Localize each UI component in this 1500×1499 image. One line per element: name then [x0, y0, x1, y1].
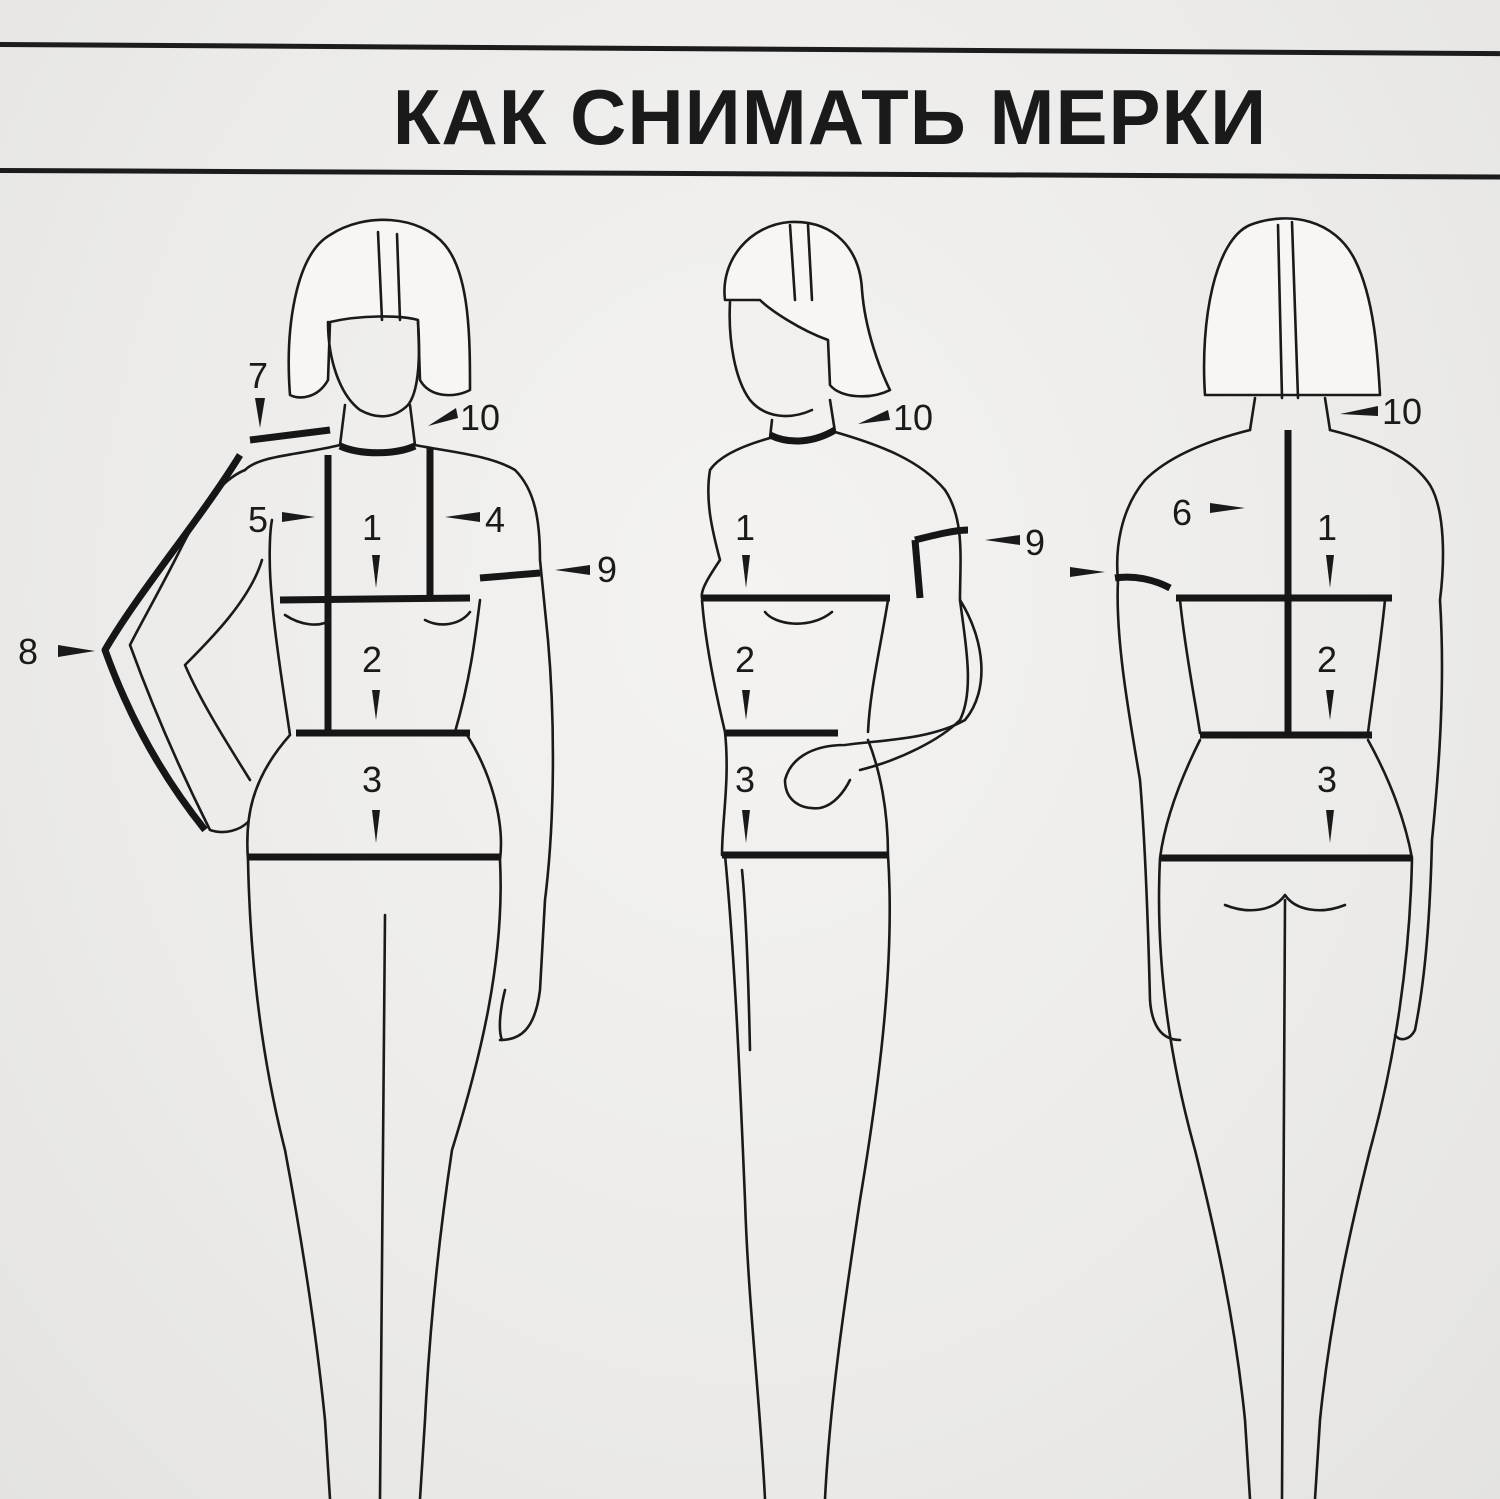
front-arrow-2	[372, 690, 380, 720]
side-arrow-10	[858, 410, 890, 424]
back-label-6: 6	[1172, 492, 1192, 533]
back-body	[1115, 428, 1445, 1499]
front-label-1: 1	[362, 507, 382, 548]
back-arrow-1	[1326, 555, 1334, 588]
front-arrow-3	[372, 810, 380, 843]
back-arrow-9	[1070, 567, 1105, 577]
front-arrow-1	[372, 555, 380, 588]
front-hair-part	[376, 230, 402, 322]
front-arrow-9	[555, 565, 590, 575]
front-face	[326, 320, 421, 418]
back-hair	[1202, 217, 1382, 397]
front-arrow-5	[282, 512, 315, 522]
back-label-10: 10	[1382, 391, 1422, 432]
page-title: КАК СНИМАТЬ МЕРКИ	[392, 73, 1268, 161]
front-label-9: 9	[597, 549, 617, 590]
back-hair-part	[1276, 220, 1300, 400]
front-bust-curves	[283, 610, 472, 626]
front-arrow-4	[445, 512, 480, 522]
side-hair-part	[788, 223, 814, 302]
front-arrow-7	[255, 398, 265, 428]
front-neck-line	[338, 442, 417, 457]
back-neck	[1248, 396, 1332, 432]
front-body	[243, 443, 555, 1499]
front-arm-circ-line	[479, 569, 541, 582]
side-label-10: 10	[893, 397, 933, 438]
side-body	[700, 430, 970, 1499]
front-label-4: 4	[485, 499, 505, 540]
front-label-8: 8	[18, 631, 38, 672]
front-arrow-8	[58, 645, 95, 657]
back-arrow-10	[1340, 406, 1378, 416]
side-label-1: 1	[735, 507, 755, 548]
front-hair	[287, 218, 472, 399]
back-arm-circ-line	[1114, 573, 1172, 592]
side-neck-line	[768, 426, 837, 445]
back-arrow-3	[1326, 810, 1334, 843]
front-neck	[338, 403, 417, 447]
side-arm	[783, 598, 983, 810]
side-arrow-2	[742, 690, 750, 720]
side-figure: 1 2 3 9 10	[700, 220, 1045, 1499]
back-label-3: 3	[1317, 759, 1337, 800]
front-label-7: 7	[248, 355, 268, 396]
front-arrow-10	[428, 408, 458, 426]
back-figure: 1 2 3 6 10	[1070, 217, 1445, 1499]
back-arrow-2	[1326, 690, 1334, 720]
front-label-5: 5	[248, 499, 268, 540]
side-bust-curve	[763, 610, 834, 625]
front-hand	[498, 988, 507, 1042]
front-shoulder-line	[249, 426, 331, 444]
front-figure: 1 2 3 4 5 7 8 9 10	[18, 218, 617, 1499]
front-label-3: 3	[362, 759, 382, 800]
front-label-10: 10	[460, 397, 500, 438]
side-hair	[723, 220, 892, 398]
side-arm-circ-line	[911, 526, 969, 599]
side-face	[728, 300, 814, 418]
back-arrow-6	[1210, 503, 1245, 513]
front-label-2: 2	[362, 639, 382, 680]
back-label-2: 2	[1317, 639, 1337, 680]
side-arrow-9	[985, 535, 1020, 545]
side-label-2: 2	[735, 639, 755, 680]
side-label-9: 9	[1025, 522, 1045, 563]
front-arm-length-line	[101, 453, 243, 833]
front-bust-line	[279, 594, 471, 604]
side-arrow-1	[742, 555, 750, 588]
side-label-3: 3	[735, 759, 755, 800]
back-label-1: 1	[1317, 507, 1337, 548]
side-arrow-3	[742, 810, 750, 843]
